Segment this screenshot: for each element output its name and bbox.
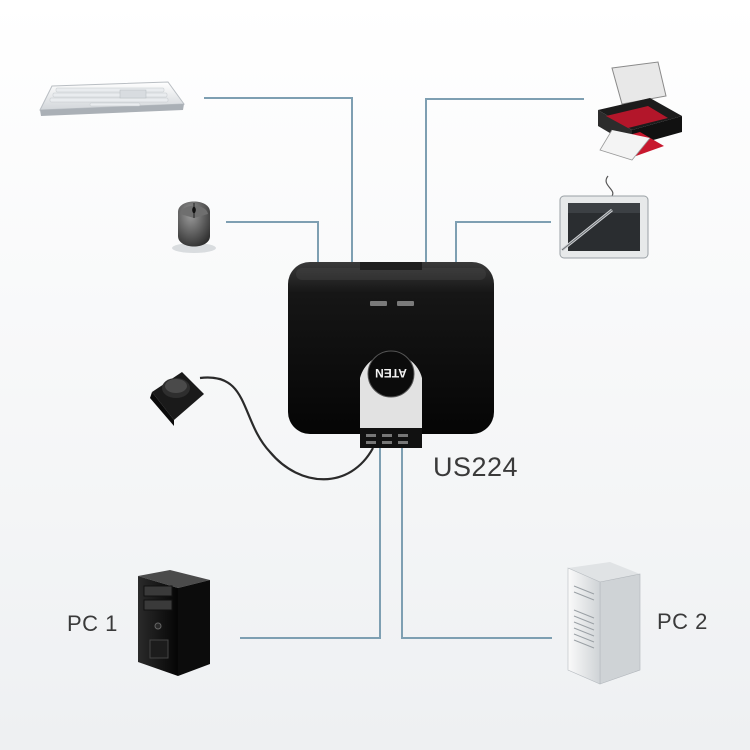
tablet-cable <box>455 221 551 262</box>
brand-logo: ATEN <box>375 366 407 380</box>
model-label: US224 <box>433 452 519 482</box>
keyboard-icon <box>39 81 185 116</box>
led-right <box>397 301 414 306</box>
printer-icon <box>598 61 682 161</box>
tower-pc-icon <box>138 570 210 676</box>
pc2-cable <box>401 448 552 639</box>
mouse-icon <box>172 201 216 253</box>
select-button <box>367 350 415 398</box>
pc2-label: PC 2 <box>657 609 708 634</box>
cables <box>204 97 584 639</box>
usb-switch-device: ATEN <box>288 262 494 448</box>
printer-cable <box>425 98 584 262</box>
led-left <box>370 301 387 306</box>
mouse-cable <box>226 221 319 262</box>
pc1-label: PC 1 <box>67 611 118 636</box>
keyboard-cable <box>204 97 353 262</box>
pc1-cable <box>240 448 381 639</box>
workstation-pc-icon <box>567 562 641 685</box>
remote-cable <box>199 376 374 481</box>
drawing-tablet-icon <box>559 175 649 259</box>
remote-button-icon <box>150 372 204 426</box>
